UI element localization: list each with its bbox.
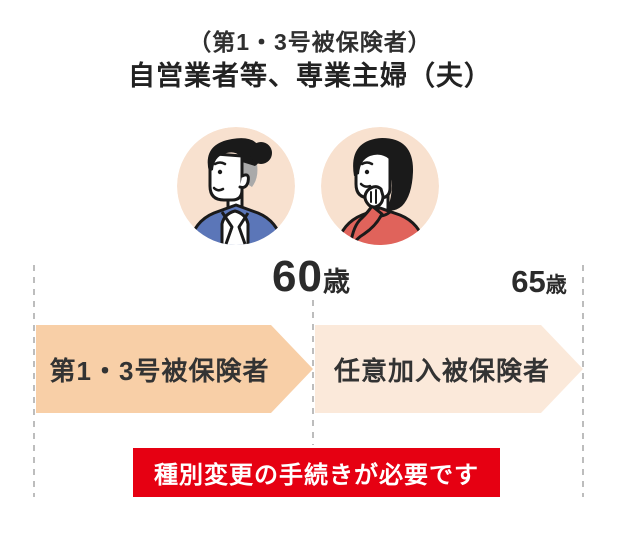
dashed-line-start [33, 265, 35, 497]
woman-avatar-illustration [321, 127, 439, 245]
segment-voluntary-label: 任意加入被保険者 [333, 355, 550, 386]
segment-first-third-insured: 第1・3号被保険者 [36, 325, 313, 413]
age-65-number: 65 [511, 264, 546, 299]
segment-first-third-label: 第1・3号被保険者 [49, 355, 270, 386]
title-block: （第1・3号被保険者） 自営業者等、専業主婦（夫） [0, 28, 620, 94]
dashed-line-age-60 [312, 300, 314, 445]
notice-banner: 種別変更の手続きが必要です [133, 448, 500, 497]
age-marker-60: 60歳 [272, 252, 350, 302]
dashed-line-age-65 [582, 265, 584, 497]
man-avatar-illustration [177, 127, 295, 245]
segment-voluntary-insured: 任意加入被保険者 [315, 325, 583, 413]
age-60-number: 60 [272, 252, 323, 301]
age-60-unit: 歳 [322, 267, 350, 297]
man-avatar-icon [176, 126, 296, 246]
notice-text: 種別変更の手続きが必要です [154, 462, 479, 489]
age-marker-65: 65歳 [511, 264, 566, 300]
page-title: 自営業者等、専業主婦（夫） [128, 60, 492, 91]
woman-avatar-icon [320, 126, 440, 246]
subtitle-insured-category: （第1・3号被保険者） [188, 29, 432, 55]
age-65-unit: 歳 [545, 274, 567, 297]
